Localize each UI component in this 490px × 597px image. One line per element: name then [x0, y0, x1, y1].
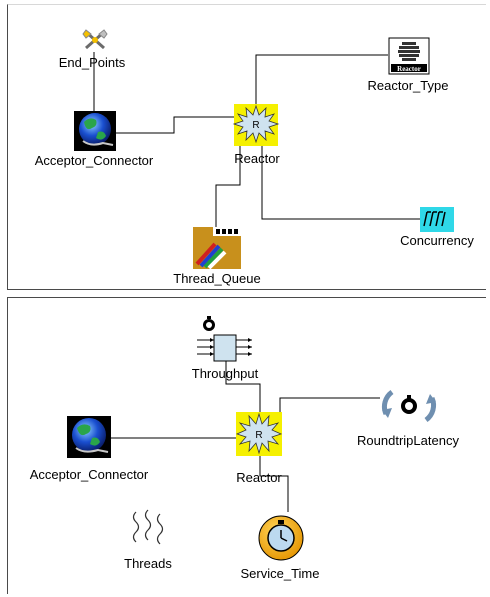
connection-throughput-reactor[interactable]	[225, 360, 261, 412]
node-reactor-top[interactable]: R Reactor	[232, 104, 280, 166]
threads-label: Threads	[124, 556, 172, 571]
connection-servicetime-reactor[interactable]	[259, 456, 289, 512]
reactor-type-icon-text: Reactor	[397, 65, 421, 73]
node-threads[interactable]: Threads	[124, 509, 172, 571]
node-concurrency[interactable]: Concurrency	[400, 207, 474, 248]
node-thread-queue[interactable]: Thread_Queue	[173, 227, 261, 286]
node-reactor-type[interactable]: Reactor Reactor_Type	[368, 37, 449, 93]
reactor-star-icon	[235, 412, 283, 455]
threads-icon	[132, 509, 164, 545]
top-connections	[93, 52, 420, 228]
connection-reactortype-reactor[interactable]	[255, 54, 388, 104]
end-points-label: End_Points	[59, 55, 126, 70]
reactor-type-label: Reactor_Type	[368, 78, 449, 93]
reactor-star-icon	[232, 104, 280, 144]
connection-concurrency-reactor[interactable]	[261, 146, 420, 220]
service-time-label: Service_Time	[241, 566, 320, 581]
service-time-icon	[258, 515, 304, 561]
roundtrip-latency-label: RoundtripLatency	[357, 433, 459, 448]
concurrency-icon	[420, 207, 454, 232]
node-reactor-bottom[interactable]: R Reactor	[235, 412, 283, 485]
concurrency-label: Concurrency	[400, 233, 474, 248]
connection-threadqueue-reactor[interactable]	[215, 146, 241, 228]
globe-icon	[74, 111, 116, 151]
node-service-time[interactable]: Service_Time	[241, 515, 320, 581]
reactor-letter: R	[252, 120, 259, 131]
reactor-label: Reactor	[234, 151, 280, 166]
node-end-points[interactable]: End_Points	[59, 29, 126, 70]
globe-icon	[67, 416, 111, 458]
node-roundtrip-latency[interactable]: RoundtripLatency	[357, 389, 459, 448]
node-throughput[interactable]: Throughput	[192, 316, 259, 381]
end-points-icon	[82, 29, 108, 50]
node-acceptor-connector-top[interactable]: Acceptor_Connector	[35, 111, 154, 168]
reactor-letter: R	[255, 430, 262, 441]
throughput-icon	[197, 316, 252, 362]
thread-queue-icon	[193, 227, 241, 270]
reactor-type-icon: Reactor	[388, 37, 430, 75]
roundtrip-latency-icon	[381, 389, 437, 423]
thread-queue-label: Thread_Queue	[173, 271, 260, 286]
connection-acceptor-reactor[interactable]	[116, 116, 238, 134]
acceptor-connector-label: Acceptor_Connector	[30, 467, 149, 482]
reactor-label: Reactor	[236, 470, 282, 485]
node-acceptor-connector-bottom[interactable]: Acceptor_Connector	[30, 416, 149, 482]
bottom-connections	[111, 360, 380, 512]
connection-latency-reactor[interactable]	[279, 397, 380, 412]
throughput-label: Throughput	[192, 366, 259, 381]
acceptor-connector-label: Acceptor_Connector	[35, 153, 154, 168]
